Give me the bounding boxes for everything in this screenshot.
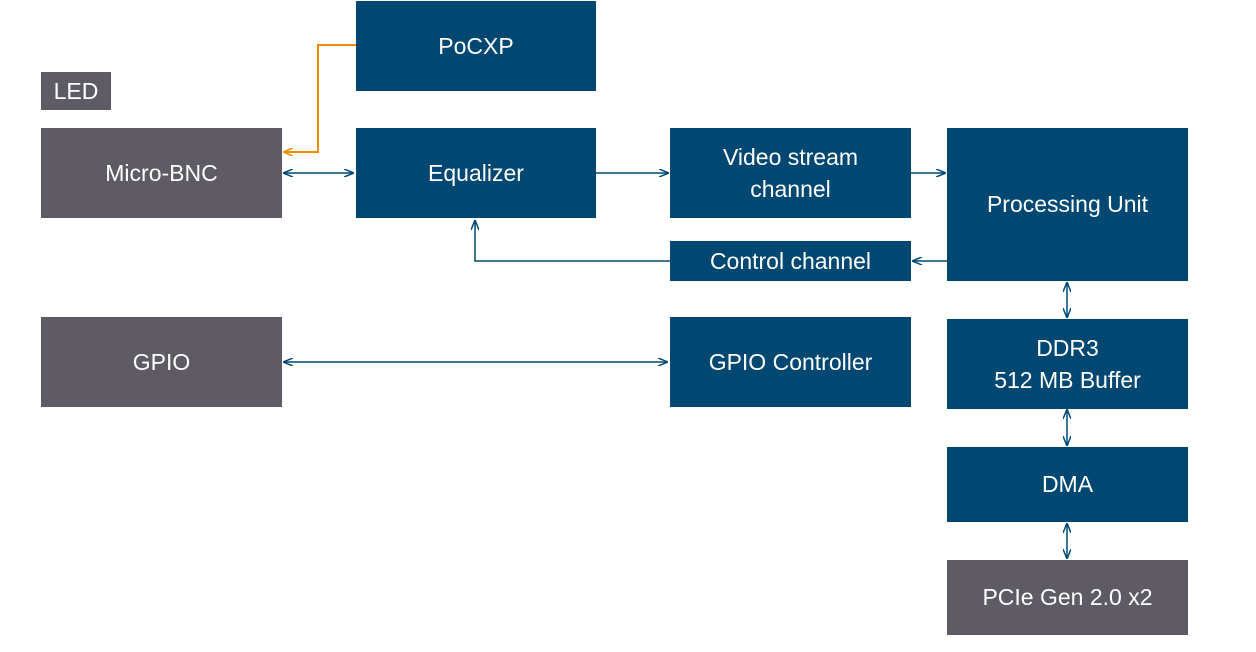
video-stream-channel-block: Video stream channel [670,128,911,218]
gpio-block: GPIO [41,317,282,407]
processing-unit-block: Processing Unit [947,128,1188,281]
control-channel-label: Control channel [709,247,872,274]
gpio-label: GPIO [132,348,191,375]
led-label: LED [41,72,111,110]
dma-block: DMA [947,447,1188,522]
pcie-label: PCIe Gen 2.0 x2 [982,584,1153,611]
ddr3-label-line1: DDR3 [1036,334,1099,361]
control-channel-block: Control channel [670,241,911,281]
micro-bnc-block: Micro-BNC [41,128,282,218]
pocxp-block: PoCXP [356,1,596,91]
gpio-controller-label: GPIO Controller [708,348,873,375]
equalizer-block: Equalizer [356,128,596,218]
video-stream-label-line2: channel [750,176,831,202]
ddr3-buffer-block: DDR3 512 MB Buffer [947,319,1188,409]
pcie-block: PCIe Gen 2.0 x2 [947,560,1188,635]
dma-label: DMA [1041,471,1094,498]
pocxp-label: PoCXP [438,32,514,59]
gpio-controller-block: GPIO Controller [670,317,911,407]
micro-bnc-label: Micro-BNC [105,159,218,186]
processing-unit-label: Processing Unit [986,191,1149,218]
control-to-equalizer-link [475,221,670,262]
equalizer-label: Equalizer [428,159,524,186]
ddr3-label-line2: 512 MB Buffer [994,367,1141,393]
pocxp-to-micro-bnc-line [284,44,356,152]
video-stream-label-line1: Video stream [722,143,859,170]
